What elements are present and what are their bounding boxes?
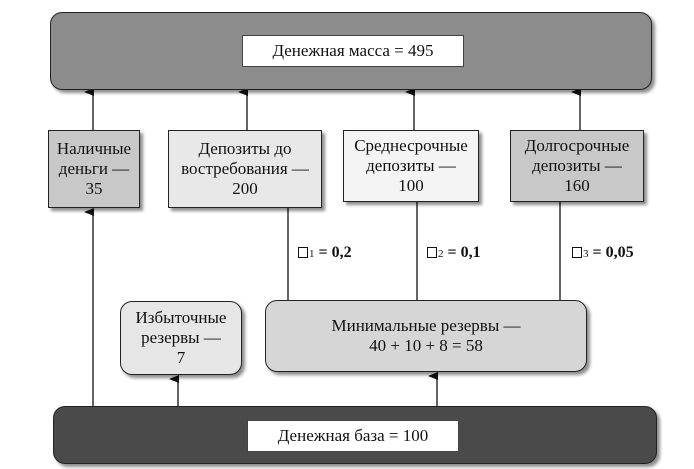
cash-line2: деньги —	[58, 159, 130, 178]
demand-deposits-box: Депозиты до востребования — 200	[168, 130, 322, 208]
excess-reserves-line1: Избыточные	[135, 308, 227, 327]
demand-deposits-line2: востребования —	[181, 159, 309, 178]
excess-reserves-box: Избыточные резервы — 7	[120, 301, 242, 375]
excess-reserves-line2: резервы —	[141, 328, 221, 347]
long-term-deposits-box: Долгосрочные депозиты — 160	[510, 130, 644, 202]
money-supply-label: Денежная масса = 495	[242, 35, 464, 67]
reserve-ratio-2: 2= 0,1	[427, 244, 481, 262]
ratio-2-sub: 2	[438, 248, 444, 260]
cash-box: Наличные деньги — 35	[48, 130, 140, 208]
ratio-3-sub: 3	[583, 248, 589, 260]
demand-deposits-line1: Депозиты до	[198, 139, 292, 158]
demand-deposits-value: 200	[232, 179, 258, 198]
required-reserves-line1: Минимальные резервы —	[331, 316, 521, 335]
cash-value: 35	[85, 179, 103, 198]
reserve-ratio-3: 3= 0,05	[572, 244, 634, 262]
ratio-1-sub: 1	[309, 248, 315, 260]
ratio-3-value: = 0,05	[592, 244, 634, 261]
monetary-base-label: Денежная база = 100	[247, 420, 459, 452]
cash-line1: Наличные	[56, 139, 132, 158]
medium-term-line2: депозиты —	[366, 156, 456, 175]
ratio-symbol-icon	[427, 247, 437, 258]
ratio-symbol-icon	[298, 247, 308, 258]
excess-reserves-value: 7	[176, 348, 186, 367]
long-term-line1: Долгосрочные	[524, 136, 630, 155]
reserve-ratio-1: 1= 0,2	[298, 244, 352, 262]
ratio-2-value: = 0,1	[447, 244, 481, 261]
long-term-line2: депозиты —	[532, 156, 622, 175]
medium-term-value: 100	[398, 176, 424, 195]
medium-term-line1: Среднесрочные	[354, 136, 468, 155]
required-reserves-box: Минимальные резервы — 40 + 10 + 8 = 58	[265, 300, 587, 372]
ratio-1-value: = 0,2	[318, 244, 352, 261]
long-term-value: 160	[564, 176, 590, 195]
medium-term-deposits-box: Среднесрочные депозиты — 100	[343, 130, 479, 202]
required-reserves-line2: 40 + 10 + 8 = 58	[369, 336, 483, 355]
ratio-symbol-icon	[572, 247, 582, 258]
